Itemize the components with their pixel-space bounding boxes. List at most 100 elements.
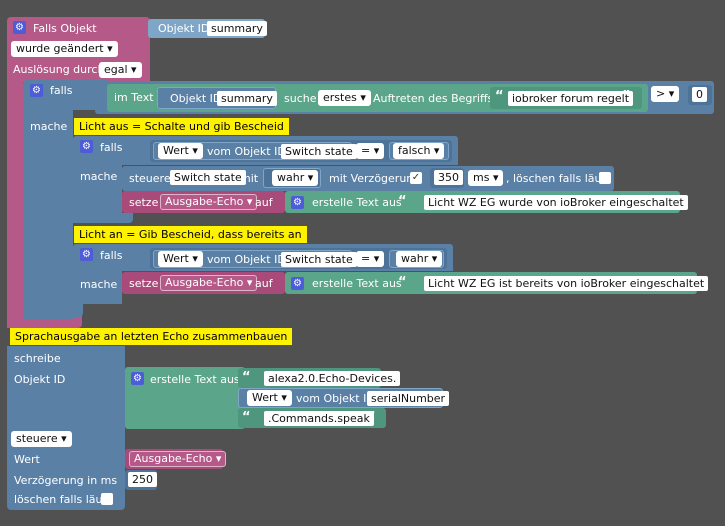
- speech-wert-label: Wert: [14, 453, 40, 466]
- outer-if-rail: [23, 110, 73, 320]
- begriff-field[interactable]: iobroker forum regelt: [508, 91, 634, 106]
- gear-icon[interactable]: ⚙: [131, 372, 144, 385]
- quote-close-icon: ”: [680, 275, 689, 290]
- aus-delay-field[interactable]: 350: [434, 170, 463, 185]
- an-bool-dropdown[interactable]: wahr ▾: [396, 251, 443, 267]
- aus-auf-label: auf: [255, 196, 273, 209]
- aus-eq-dropdown[interactable]: = ▾: [356, 143, 385, 159]
- aus-steuere-label: steuere: [129, 172, 171, 185]
- aus-eq-value: =: [361, 144, 371, 157]
- speech-var-dropdown[interactable]: Ausgabe-Echo ▾: [129, 451, 227, 467]
- speech-erstelle-label: erstelle Text aus: [150, 373, 240, 386]
- aus-steuere-obj-field[interactable]: Switch state: [170, 170, 246, 185]
- gear-icon[interactable]: ⚙: [80, 248, 93, 261]
- an-bool-value: wahr: [401, 252, 429, 265]
- comment-sprachausgabe[interactable]: Sprachausgabe an letzten Echo zusammenba…: [10, 328, 293, 345]
- speech-loeschen-label: löschen falls läuft: [14, 493, 111, 506]
- aus-erstelle-label: erstelle Text aus: [312, 196, 402, 209]
- trigger-changed-dropdown[interactable]: wurde geändert ▾: [11, 41, 118, 57]
- schreibe-label: schreibe: [14, 352, 61, 365]
- outer-objid-field[interactable]: summary: [217, 91, 277, 106]
- an-text-field[interactable]: Licht WZ EG ist bereits von ioBroker ein…: [424, 276, 709, 291]
- aus-mit-value: wahr: [277, 171, 305, 184]
- changed-label: wurde geändert: [16, 42, 104, 55]
- outer-mache-label: mache: [30, 120, 68, 133]
- suche-label: suche: [284, 92, 317, 105]
- aus-loeschen-checkbox[interactable]: [599, 172, 611, 184]
- aus-mache-label: mache: [80, 170, 118, 183]
- gear-icon[interactable]: ⚙: [80, 140, 93, 153]
- aus-falls-label: falls: [100, 141, 123, 154]
- aus-text-field[interactable]: Licht WZ EG wurde von ioBroker eingescha…: [424, 195, 688, 210]
- an-eq-value: =: [361, 252, 371, 265]
- an-setze-label: setze: [129, 277, 159, 290]
- aus-unit-value: ms: [473, 171, 490, 184]
- an-auf-label: auf: [255, 277, 273, 290]
- aus-setze-label: setze: [129, 196, 159, 209]
- erstes-value: erstes: [323, 91, 357, 104]
- aus-mit-dropdown[interactable]: wahr ▾: [272, 170, 319, 186]
- an-var-value: Ausgabe-Echo: [165, 276, 244, 289]
- aus-verzoegerung-label: mit Verzögerung: [329, 172, 421, 185]
- aus-verzoegerung-checkbox[interactable]: ✓: [410, 172, 422, 184]
- speech-serial-field[interactable]: serialNumber: [367, 391, 450, 406]
- aus-vom-objekt-label: vom Objekt ID: [207, 145, 286, 158]
- aus-objid-field[interactable]: Switch state: [281, 144, 357, 159]
- outer-if-foot: [23, 303, 83, 317]
- speech-delay-field[interactable]: 250: [128, 472, 157, 487]
- trigger-objid-label: Objekt ID: [158, 22, 210, 35]
- ausloesung-value: egal: [104, 63, 128, 76]
- auftreten-label: Auftreten des Begriffs: [373, 92, 494, 105]
- aus-wert-dropdown[interactable]: Wert ▾: [158, 143, 203, 159]
- speech-wert-dropdown[interactable]: Wert ▾: [247, 390, 292, 406]
- an-falls-label: falls: [100, 249, 123, 262]
- speech-vom-objekt-label: vom Objekt ID: [296, 392, 375, 405]
- aus-unit-dropdown[interactable]: ms ▾: [468, 170, 504, 186]
- aus-loeschen-label: , löschen falls läuft: [506, 172, 610, 185]
- number-field[interactable]: 0: [692, 87, 707, 102]
- speech-part3-field[interactable]: .Commands.speak: [264, 411, 374, 426]
- an-vom-objekt-label: vom Objekt ID: [207, 253, 286, 266]
- speech-loeschen-checkbox[interactable]: [101, 493, 113, 505]
- erstes-dropdown[interactable]: erstes ▾: [318, 90, 371, 106]
- compare-op-dropdown[interactable]: > ▾: [651, 86, 680, 102]
- quote-open-icon: “: [398, 194, 407, 209]
- quote-open-icon: “: [242, 370, 251, 385]
- speech-steuere-dropdown[interactable]: steuere ▾: [11, 431, 72, 447]
- ausloesung-label: Auslösung durch: [13, 63, 105, 76]
- an-eq-dropdown[interactable]: = ▾: [356, 251, 385, 267]
- schreibe-objid-label: Objekt ID: [14, 373, 66, 386]
- an-erstelle-label: erstelle Text aus: [312, 277, 402, 290]
- inner-if-an-rail: [73, 268, 122, 304]
- gear-icon[interactable]: ⚙: [291, 277, 304, 290]
- aus-bool-value: falsch: [398, 144, 431, 157]
- aus-bool-dropdown[interactable]: falsch ▾: [393, 143, 445, 159]
- outer-falls-label: falls: [50, 84, 73, 97]
- quote-close-icon: ”: [622, 89, 631, 104]
- aus-var-value: Ausgabe-Echo: [165, 195, 244, 208]
- speech-erstelle-block[interactable]: [125, 367, 245, 429]
- quote-open-icon: “: [242, 410, 251, 425]
- im-text-label: im Text: [114, 91, 154, 104]
- an-objid-field[interactable]: Switch state: [281, 252, 357, 267]
- gear-icon[interactable]: ⚙: [291, 196, 304, 209]
- gear-icon[interactable]: ⚙: [13, 21, 26, 34]
- aus-mit-label: mit: [240, 172, 259, 185]
- schreibe-block[interactable]: [7, 346, 125, 428]
- trigger-objid-field[interactable]: summary: [207, 21, 267, 36]
- an-wert-dropdown[interactable]: Wert ▾: [158, 251, 203, 267]
- an-var-dropdown[interactable]: Ausgabe-Echo ▾: [160, 275, 258, 291]
- an-mache-label: mache: [80, 278, 118, 291]
- inner-if-aus-rail: [73, 160, 122, 220]
- comment-licht-an[interactable]: Licht an = Gib Bescheid, dass bereits an: [74, 226, 307, 243]
- aus-var-dropdown[interactable]: Ausgabe-Echo ▾: [160, 194, 258, 210]
- compare-op-value: >: [656, 87, 666, 100]
- an-wert-value: Wert: [163, 252, 189, 265]
- ausloesung-dropdown[interactable]: egal ▾: [99, 62, 142, 78]
- comment-licht-aus[interactable]: Licht aus = Schalte und gib Bescheid: [74, 118, 289, 135]
- speech-wert-value: Wert: [252, 391, 278, 404]
- quote-close-icon: ”: [663, 194, 672, 209]
- quote-close-icon: ”: [385, 370, 394, 385]
- speech-part1-field[interactable]: alexa2.0.Echo-Devices.: [264, 371, 401, 386]
- gear-icon[interactable]: ⚙: [30, 84, 43, 97]
